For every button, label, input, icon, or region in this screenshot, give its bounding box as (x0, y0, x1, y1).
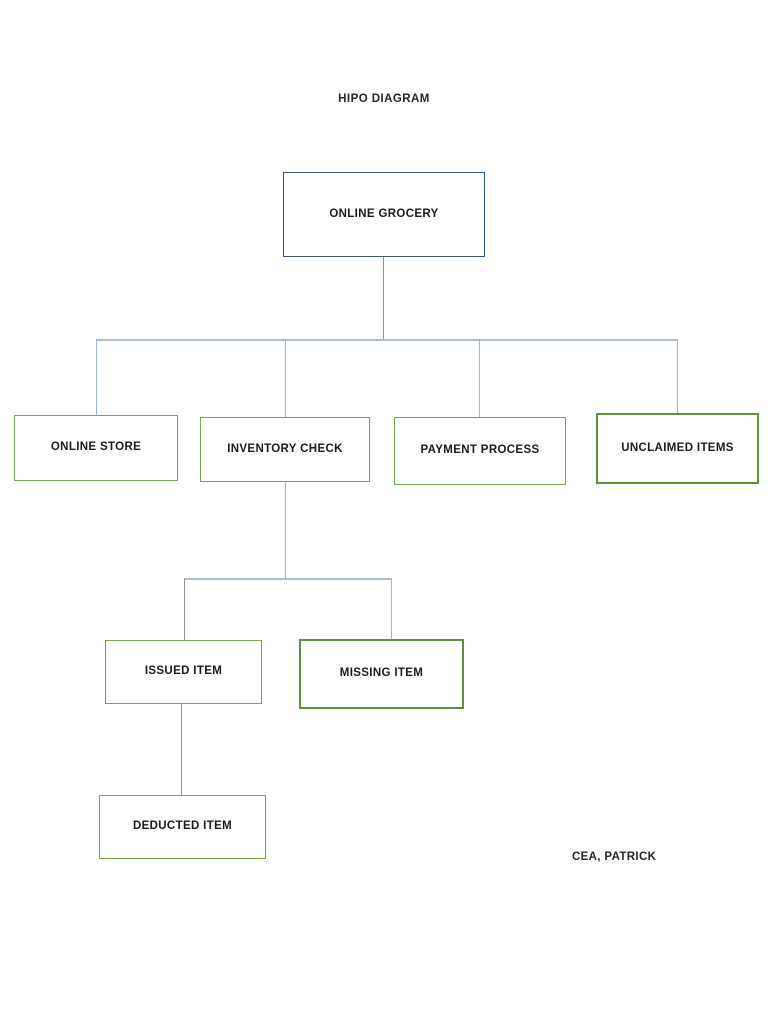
edge-drop-inventory-check (285, 339, 287, 418)
edge-drop-missing-item (391, 578, 393, 639)
node-label-unclaimed-items: UNCLAIMED ITEMS (621, 441, 734, 454)
node-online-store[interactable]: ONLINE STORE (14, 415, 178, 481)
author-note: CEA, PATRICK (572, 851, 657, 863)
node-inventory-check[interactable]: INVENTORY CHECK (200, 417, 370, 482)
node-label-payment-process: PAYMENT PROCESS (420, 444, 540, 457)
node-label-missing-item: MISSING ITEM (339, 667, 424, 680)
edge-root-stem (383, 257, 385, 340)
edge-level1-bus (96, 339, 678, 341)
node-label-deducted-item: DEDUCTED ITEM (132, 820, 233, 833)
edge-drop-online-store (96, 339, 98, 416)
node-payment-process[interactable]: PAYMENT PROCESS (394, 417, 566, 485)
node-issued-item[interactable]: ISSUED ITEM (105, 640, 262, 704)
node-label-online-store: ONLINE STORE (50, 441, 142, 454)
edge-level2-bus (184, 578, 392, 580)
node-online-grocery[interactable]: ONLINE GROCERY (283, 172, 485, 257)
page-title: HIPO DIAGRAM (338, 93, 430, 105)
node-deducted-item[interactable]: DEDUCTED ITEM (99, 795, 266, 859)
node-label-online-grocery: ONLINE GROCERY (329, 207, 439, 220)
node-label-inventory-check: INVENTORY CHECK (227, 442, 343, 455)
edge-drop-issued-item (184, 578, 186, 640)
edge-drop-payment-process (479, 339, 481, 418)
node-unclaimed-items[interactable]: UNCLAIMED ITEMS (596, 413, 759, 484)
node-label-issued-item: ISSUED ITEM (144, 665, 223, 678)
edge-inventory-stem (285, 482, 287, 579)
edge-drop-unclaimed-items (677, 339, 679, 414)
edge-issued-to-deducted (181, 704, 183, 796)
node-missing-item[interactable]: MISSING ITEM (299, 639, 464, 709)
